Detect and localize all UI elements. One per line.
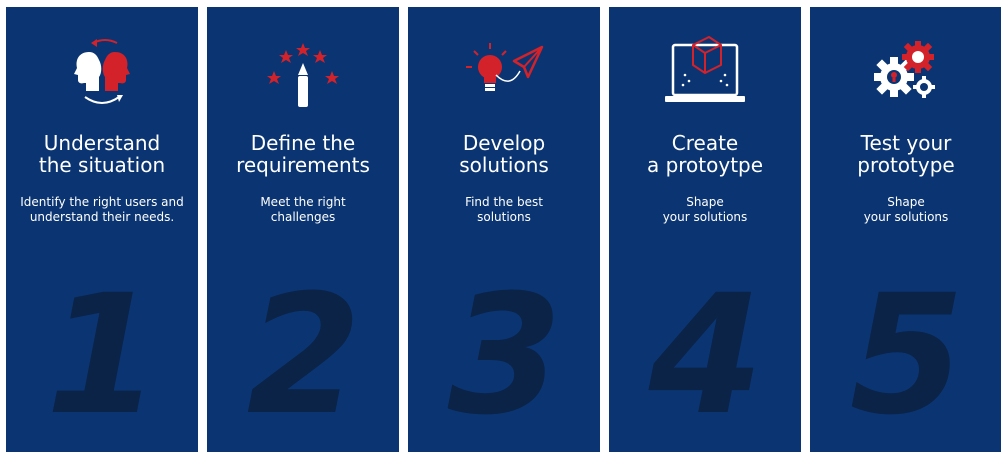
step-panel-5: Test your prototype Shape your solutions… [810, 7, 1001, 452]
step-subtitle-line-2: your solutions [863, 210, 949, 224]
step-title-line-1: Develop [462, 131, 546, 155]
step-subtitle-line-2: challenges [270, 210, 336, 224]
lightbulb-paper-plane-icon [408, 35, 600, 113]
laptop-cube-icon [609, 35, 801, 113]
step-subtitle-line-1: Find the best [465, 195, 543, 209]
step-panel-3: Develop solutions Find the best solution… [408, 7, 600, 452]
step-title-line-2: solutions [459, 153, 549, 177]
step-number: 1 [45, 259, 161, 451]
step-subtitle-line-1: Identify the right users and [20, 195, 184, 209]
step-subtitle-line-1: Shape [887, 195, 925, 209]
step-subtitle-line-2: solutions [477, 210, 531, 224]
step-title-line-2: the situation [38, 153, 166, 177]
step-panel-4: Create a protoytpe Shape your solutions … [609, 7, 801, 452]
step-panel-1: Understand the situation Identify the ri… [6, 7, 198, 452]
step-number: 4 [648, 259, 764, 451]
step-number: 3 [447, 259, 563, 451]
step-title-line-2: requirements [236, 153, 370, 177]
step-number: 2 [246, 259, 362, 451]
step-panel-2: Define the requirements Meet the right c… [207, 7, 399, 452]
step-title-line-1: Test your [860, 131, 952, 155]
pencil-stars-icon [207, 35, 399, 113]
step-subtitle-line-2: your solutions [662, 210, 748, 224]
two-heads-exchange-icon [6, 35, 198, 113]
step-subtitle-line-1: Meet the right [260, 195, 346, 209]
step-subtitle-line-1: Shape [686, 195, 724, 209]
step-title-line-1: Create [671, 131, 739, 155]
step-number: 5 [849, 259, 965, 451]
step-title-line-1: Understand [43, 131, 161, 155]
step-title-line-2: prototype [857, 153, 955, 177]
step-title-line-1: Define the [250, 131, 356, 155]
gears-icon [810, 35, 1001, 113]
step-subtitle-line-2: understand their needs. [29, 210, 175, 224]
step-title-line-2: a protoytpe [646, 153, 764, 177]
